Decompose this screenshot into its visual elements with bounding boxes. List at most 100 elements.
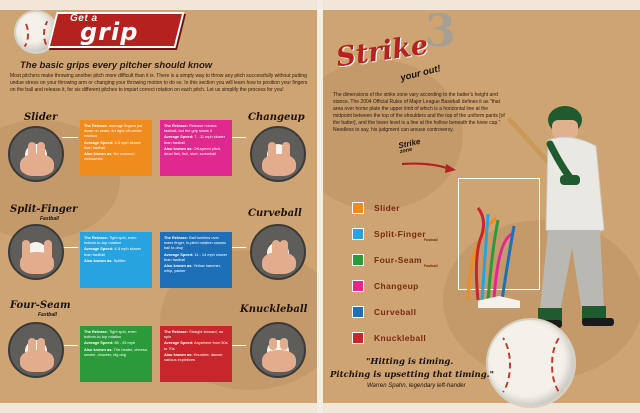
grip-label-changeup: Changeup (248, 112, 305, 123)
hand-grip-image (250, 126, 306, 182)
legend-swatch (352, 332, 364, 344)
legend-label: Four-Seam (374, 255, 422, 265)
legend-sublabel: Fastball (424, 238, 438, 242)
aka-text: No common nicknames (84, 151, 135, 162)
release-label: The Release: (84, 123, 109, 128)
speed-text: 85 - 93 mph (114, 340, 136, 346)
aka-text: Knuckler, dancer, various expletives (164, 351, 224, 363)
torn-edge-top (323, 0, 640, 10)
left-subtitle: The basic grips every pitcher should kno… (20, 60, 213, 71)
aka-label: Also known as: (84, 346, 113, 352)
connector-line (230, 345, 246, 346)
connector-line (62, 137, 78, 138)
torn-edge-bottom (0, 403, 317, 413)
pitch-trajectories (466, 207, 516, 300)
legend-swatch (352, 202, 364, 214)
right-intro-text: The dimensions of the strike zone vary a… (333, 92, 505, 133)
speed-text: Anywhere from 50s to 70s (164, 340, 228, 351)
release-label: The Release: (164, 329, 189, 334)
baseball-icon (486, 318, 576, 408)
connector-line (230, 137, 246, 138)
info-box-four-seam: The Release: Tight spin, even bottom-to-… (80, 326, 152, 382)
release-label: The Release: (164, 123, 189, 128)
release-text: Release mimics fastball, but the grip sl… (164, 123, 217, 134)
hand-grip-image (8, 224, 64, 280)
pitch-legend-item: Split-Finger Fastball (352, 228, 502, 242)
aka-text: Off-speed pitch, dead fish, fish, slurt,… (164, 145, 222, 157)
legend-sublabel: Fastball (424, 264, 438, 268)
hand-grip-image (250, 224, 306, 280)
banner-grip-text: grip (80, 18, 139, 46)
info-box-changeup: The Release: Release mimics fastball, bu… (160, 120, 232, 176)
grip-label-four-seam: Four-Seam (10, 300, 71, 311)
aka-label: Also known as: (164, 263, 193, 269)
home-plate (478, 296, 520, 308)
info-box-knuckleball: The Release: Straight forward, no spin A… (160, 326, 232, 382)
legend-label: Changeup (374, 281, 419, 291)
strike-zone-box (458, 178, 540, 290)
legend-label: Split-Finger (374, 229, 427, 239)
aka-text: Splitter (113, 257, 126, 263)
connector-line (62, 247, 78, 248)
release-text: Straight forward, no spin (164, 329, 224, 340)
pitch-legend-item: Slider (352, 202, 502, 214)
grip-label-curveball: Curveball (248, 208, 302, 219)
torn-edge-bottom (323, 403, 640, 413)
legend-label: Knuckleball (374, 333, 427, 343)
quote-line-1: "Hitting is timing. (366, 357, 454, 367)
quote-line-2: Pitching is upsetting that timing." (330, 370, 495, 380)
legend-swatch (352, 228, 364, 240)
release-text: Ball tumbles over index finger, in-pitch… (164, 235, 227, 251)
hand-grip-image (8, 322, 64, 378)
release-label: The Release: (84, 235, 109, 240)
aka-label: Also known as: (84, 257, 113, 263)
legend-swatch (352, 280, 364, 292)
info-box-split-finger: The Release: Tight spin, even bottom-to-… (80, 232, 152, 288)
legend-swatch (352, 254, 364, 266)
quote-attribution: Warren Spahn, legendary left-hander (367, 383, 466, 389)
speed-label: Average Speed: (164, 134, 194, 140)
release-label: The Release: (164, 235, 189, 240)
page-gutter (317, 0, 323, 413)
grip-label-knuckleball: Knuckleball (240, 304, 308, 315)
hand-grip-image (250, 322, 306, 378)
grip-sublabel: Fastball (38, 312, 57, 318)
aka-label: Also known as: (164, 145, 193, 151)
pitch-legend-item: Changeup (352, 280, 502, 292)
left-intro-text: Most pitchers make throwing another pitc… (10, 73, 308, 93)
grip-sublabel: Fastball (40, 216, 59, 222)
aka-text: The heater, cheese, smoke, chucker, big … (84, 346, 148, 357)
info-box-slider: The Release: average fingers put down on… (80, 120, 152, 176)
pitch-legend-item: Four-Seam Fastball (352, 254, 502, 268)
aka-label: Also known as: (84, 151, 113, 157)
aka-label: Also known as: (164, 351, 193, 357)
arrow-icon (401, 162, 456, 173)
legend-swatch (352, 306, 364, 318)
release-text: Tight spin, even bottom-to-top rotation (84, 235, 137, 246)
speed-label: Average Speed: (84, 340, 114, 346)
speed-text: 4-5 mph slower than fastball (84, 246, 141, 257)
speed-text: 11 - 14 mph slower than fastball (164, 251, 228, 262)
aka-text: Yellow hammer, whip, yakker (164, 263, 221, 274)
legend-label: Slider (374, 203, 401, 213)
speed-text: 4-5 mph slower than fastball (84, 139, 141, 150)
release-text: average fingers put down on seam, for ti… (84, 123, 143, 139)
speed-label: Average Speed: (164, 340, 194, 346)
batter-illustration (507, 106, 614, 328)
grip-label-split-finger: Split-Finger (10, 204, 78, 215)
speed-label: Average Speed: (164, 251, 194, 257)
title-number: 3 (425, 6, 456, 57)
info-box-curveball: The Release: Ball tumbles over index fin… (160, 232, 232, 288)
pitch-legend-item: Curveball (352, 306, 502, 318)
connector-line (62, 345, 78, 346)
speed-text: 7 - 11 mph slower than fastball (164, 134, 225, 145)
speed-label: Average Speed: (84, 246, 114, 252)
speed-label: Average Speed: (84, 139, 114, 145)
torn-edge-top (0, 0, 317, 10)
banner-get-text: Get a (70, 13, 98, 24)
pitch-legend-item: Knuckleball (352, 332, 502, 344)
hand-grip-image (8, 126, 64, 182)
connector-line (230, 247, 246, 248)
release-label: The Release: (84, 329, 109, 334)
